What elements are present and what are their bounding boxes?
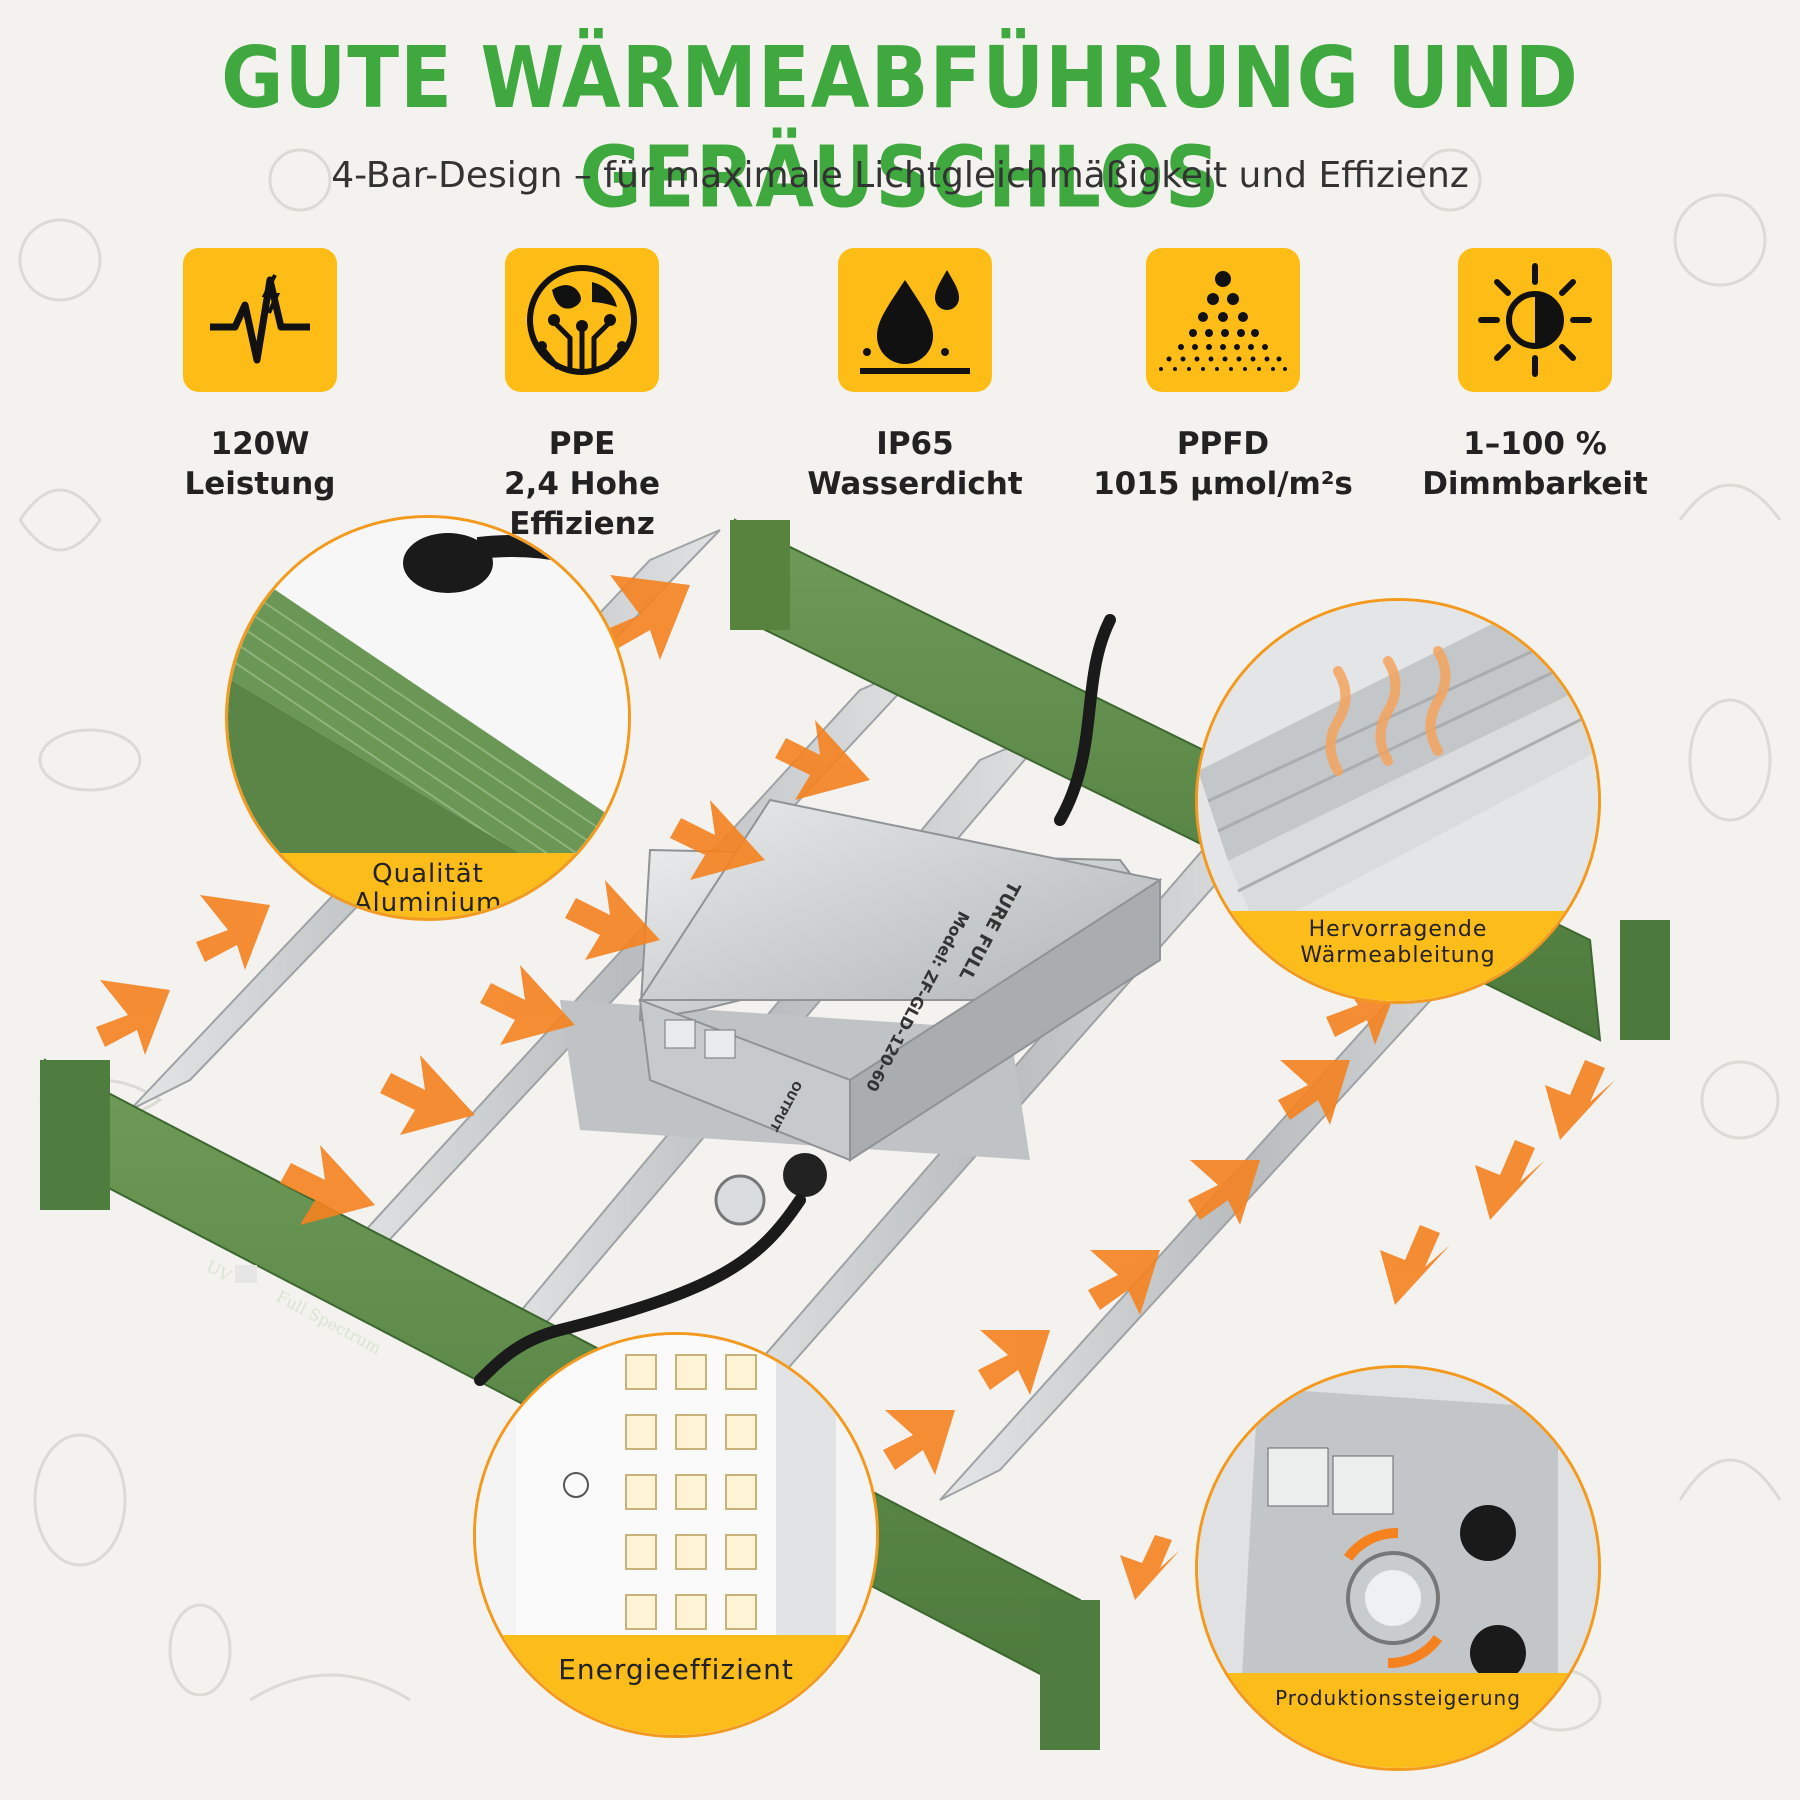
globe-circuit-icon — [505, 248, 659, 392]
feature-ppfd: PPFD 1015 µmol/m²s — [1073, 248, 1373, 504]
water-drops-icon — [838, 248, 992, 392]
callout-energy-efficient: Energieeffizient — [473, 1332, 879, 1738]
switch-label-uv: UV — [203, 1257, 234, 1286]
feature-label: Dimmbarkeit — [1422, 466, 1648, 502]
spectrum-switch — [235, 1265, 257, 1283]
callout-label-energy: Energieeffizient — [558, 1653, 794, 1686]
callout-band — [1198, 911, 1598, 1001]
feature-ppe: PPE 2,4 Hohe Effizienz — [432, 248, 732, 544]
callout-label-aluminium: Qualität Aluminium — [353, 859, 503, 918]
callout-band — [476, 1635, 876, 1735]
callout-heat-dissipation: Hervorragende Wärmeableitung — [1195, 598, 1601, 1004]
power-cables — [474, 614, 1116, 1386]
page-title: GUTE WÄRMEABFÜHRUNG UND GERÄUSCHLOS — [221, 27, 1579, 227]
feature-value: 120W — [210, 426, 310, 462]
aluminium-closeup-image — [228, 518, 628, 918]
callout-label-heat: Hervorragende Wärmeableitung — [1300, 917, 1496, 968]
heat-arrows — [96, 575, 1615, 1600]
feature-label: 1015 µmol/m²s — [1093, 466, 1353, 502]
feature-label: Leistung — [184, 466, 336, 502]
callout-aluminium: Qualität Aluminium — [225, 515, 631, 921]
light-dots-icon — [1146, 248, 1300, 392]
feature-value: 1–100 % — [1463, 426, 1607, 462]
feature-value: IP65 — [876, 426, 954, 462]
feature-value: PPFD — [1176, 426, 1270, 462]
driver-box: TURE FULL Model: ZF-GLD-120-60 OUTPUT — [560, 798, 1163, 1226]
callout-label-production: Produktionssteigerung — [1275, 1686, 1521, 1710]
feature-label: Wasserdicht — [807, 466, 1023, 502]
feature-value: PPE — [548, 426, 616, 462]
page-subtitle: 4-Bar-Design – für maximale Lichtgleichm… — [331, 155, 1469, 196]
sun-dim-icon — [1458, 248, 1612, 392]
feature-ip65: IP65 Wasserdicht — [765, 248, 1065, 504]
power-pulse-icon — [183, 248, 337, 392]
feature-label: 2,4 Hohe Effizienz — [503, 466, 661, 542]
callout-band — [1198, 1673, 1598, 1768]
feature-power: 120W Leistung — [110, 248, 410, 504]
feature-dimming: 1–100 % Dimmbarkeit — [1385, 248, 1685, 504]
callout-production: Produktionssteigerung — [1195, 1365, 1601, 1771]
callout-band — [228, 853, 628, 918]
